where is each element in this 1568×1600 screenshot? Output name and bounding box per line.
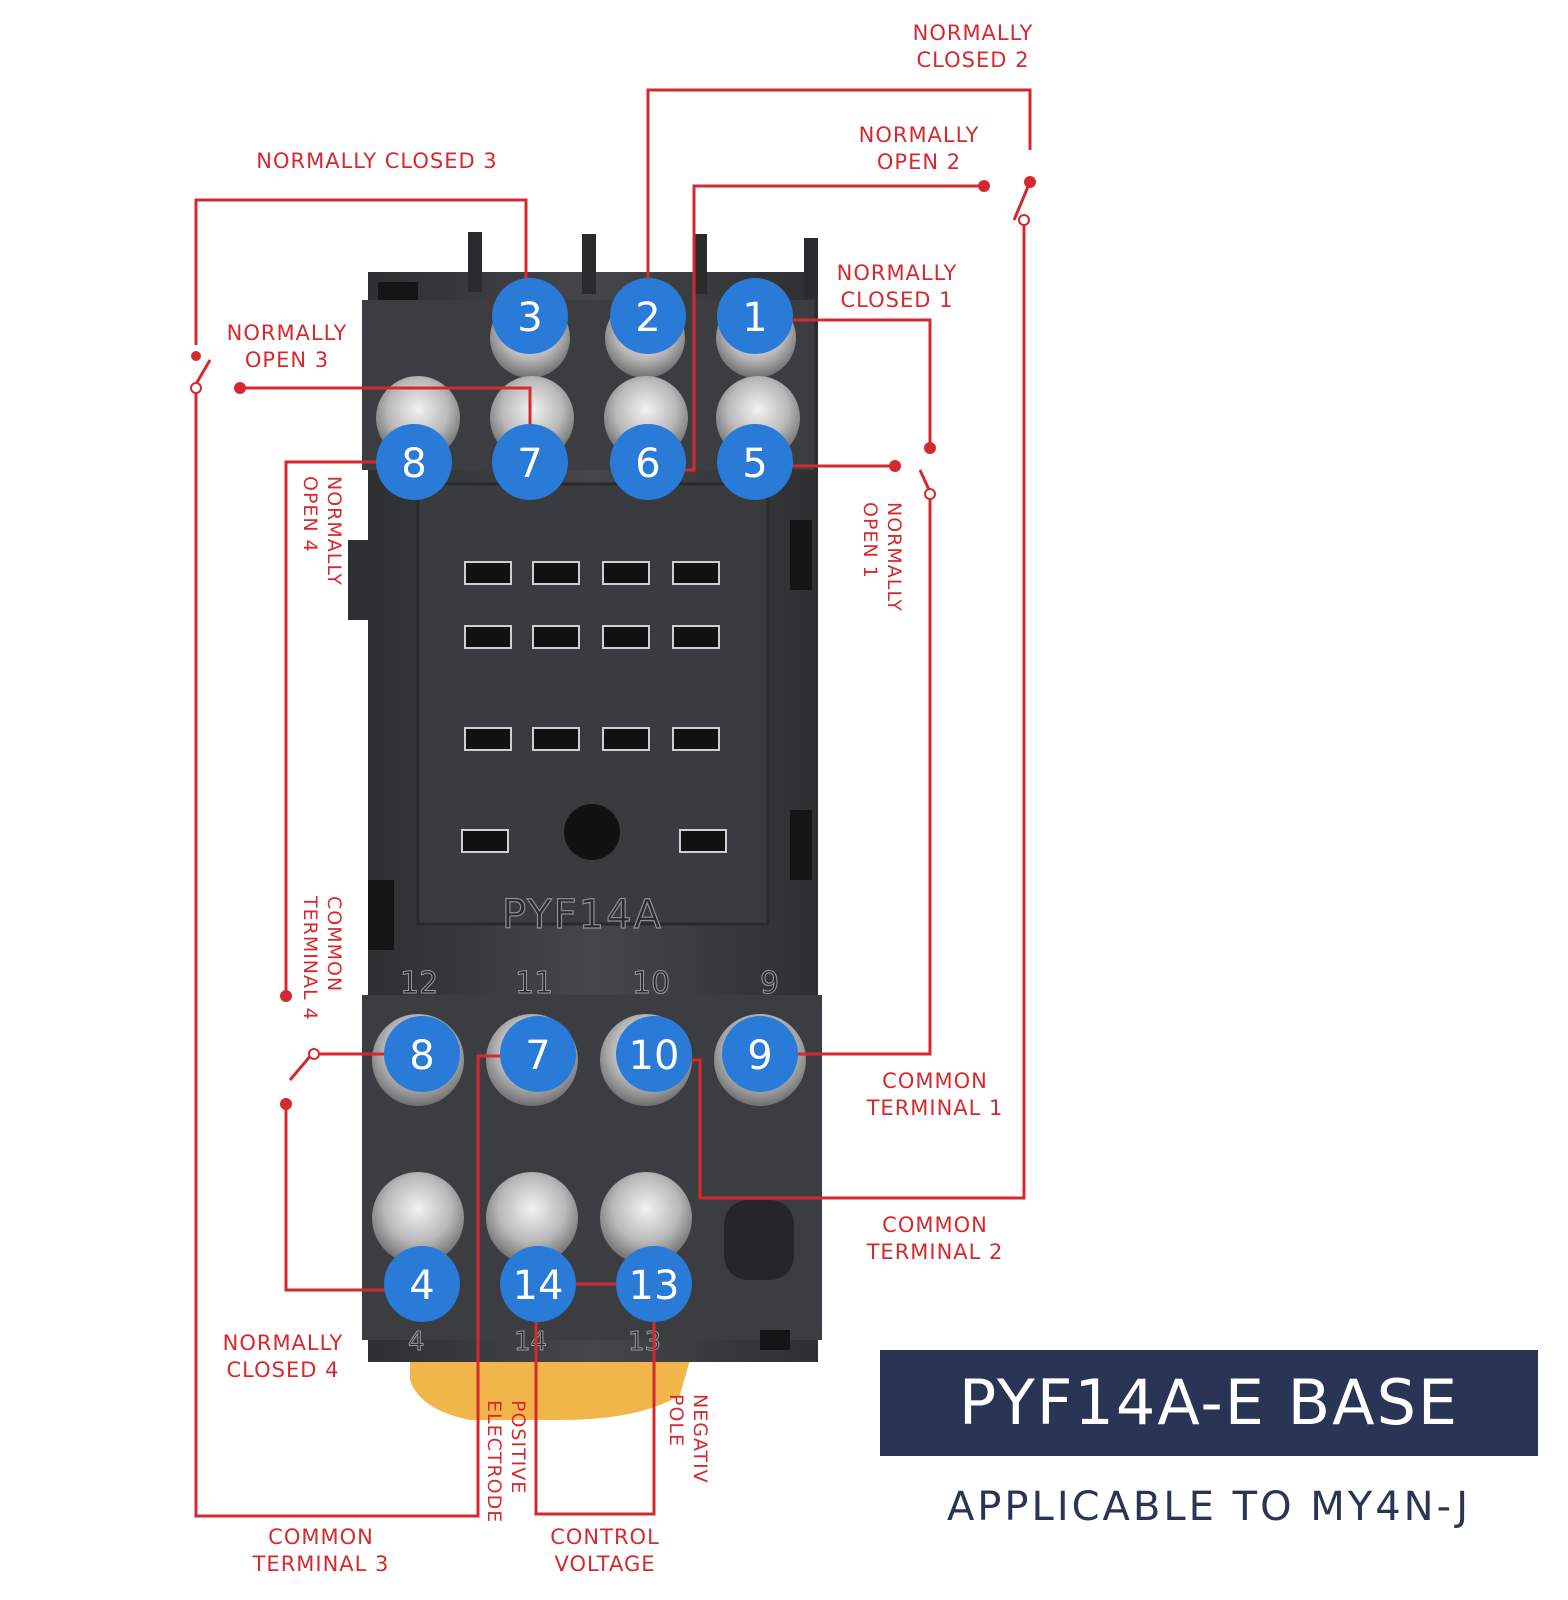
badge-terminal-14: 14 (500, 1246, 576, 1322)
label-normally-closed-3: NORMALLY CLOSED 3 (256, 149, 498, 173)
svg-text:10: 10 (629, 1033, 680, 1079)
badge-terminal-1: 1 (717, 278, 793, 354)
model-text: PYF14A (502, 892, 663, 938)
svg-text:2: 2 (635, 295, 660, 341)
switch-pivots (190, 214, 1030, 1060)
badge-terminal-2: 2 (610, 278, 686, 354)
badge-terminal-8-top: 8 (376, 424, 452, 500)
badge-terminal-5: 5 (717, 424, 793, 500)
svg-text:14: 14 (513, 1263, 564, 1309)
label-common-terminal-4: COMMON TERMINAL 4 (299, 896, 345, 1021)
embossed-14: 14 (514, 1327, 547, 1357)
svg-text:4: 4 (409, 1263, 434, 1309)
embossed-13: 13 (628, 1327, 661, 1357)
badge-terminal-3: 3 (492, 278, 568, 354)
label-positive-electrode: POSITIVE ELECTRODE (483, 1400, 529, 1524)
svg-text:9: 9 (747, 1033, 772, 1079)
embossed-9: 9 (760, 966, 779, 1001)
label-normally-open-4: NORMALLY OPEN 4 (299, 476, 345, 587)
badge-terminal-4: 4 (384, 1246, 460, 1322)
svg-text:3: 3 (517, 295, 542, 341)
svg-text:7: 7 (517, 441, 542, 487)
product-title-banner: PYF14A-E BASE (880, 1350, 1538, 1456)
label-common-terminal-2: COMMON TERMINAL 2 (866, 1213, 1004, 1264)
embossed-11: 11 (515, 966, 553, 1001)
label-normally-closed-2: NORMALLY CLOSED 2 (912, 21, 1034, 72)
badge-terminal-7-top: 7 (492, 424, 568, 500)
wiring-nodes (191, 176, 1036, 1110)
svg-text:6: 6 (635, 441, 660, 487)
badge-terminal-8-bottom: 8 (384, 1016, 460, 1092)
badge-terminal-9: 9 (722, 1016, 798, 1092)
label-normally-open-1: NORMALLY OPEN 1 (859, 502, 905, 613)
label-control-voltage: CONTROL VOLTAGE (550, 1525, 660, 1576)
embossed-10: 10 (632, 966, 670, 1001)
label-normally-open-2: NORMALLY OPEN 2 (858, 123, 980, 174)
label-normally-closed-1: NORMALLY CLOSED 1 (836, 261, 958, 312)
badge-terminal-13: 13 (616, 1246, 692, 1322)
svg-text:1: 1 (742, 295, 767, 341)
svg-text:7: 7 (525, 1033, 550, 1079)
socket-slots (461, 561, 727, 853)
badge-terminal-10: 10 (616, 1016, 692, 1092)
badge-terminal-7-bottom: 7 (500, 1016, 576, 1092)
label-negative-pole: NEGATIV POLE (665, 1394, 711, 1484)
label-normally-open-3: NORMALLY OPEN 3 (226, 321, 348, 372)
svg-text:5: 5 (742, 441, 767, 487)
label-normally-closed-4: NORMALLY CLOSED 4 (222, 1331, 344, 1382)
center-hole (564, 804, 620, 860)
wiring (194, 88, 1032, 1518)
svg-text:13: 13 (629, 1263, 680, 1309)
embossed-12: 12 (400, 966, 438, 1001)
product-subtitle: APPLICABLE TO MY4N-J (946, 1484, 1472, 1530)
svg-text:8: 8 (401, 441, 426, 487)
label-common-terminal-1: COMMON TERMINAL 1 (866, 1069, 1004, 1120)
svg-text:8: 8 (409, 1033, 434, 1079)
embossed-4: 4 (408, 1327, 425, 1357)
label-common-terminal-3: COMMON TERMINAL 3 (252, 1525, 390, 1576)
badge-terminal-6: 6 (610, 424, 686, 500)
